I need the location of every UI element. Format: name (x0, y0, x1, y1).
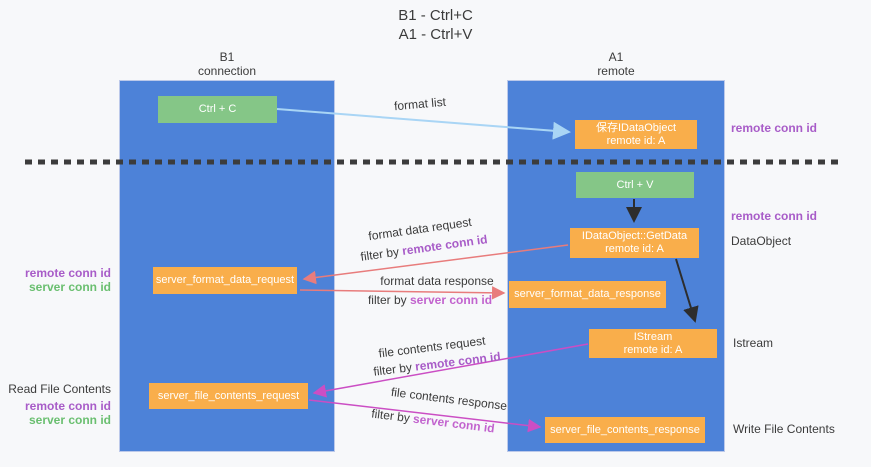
filter-by-text: filter by (367, 293, 410, 307)
remote-conn-id-label-mid: remote conn id (731, 209, 818, 223)
save-idataobject-line1: 保存IDataObject (595, 121, 677, 134)
idataobject-getdata-box: IDataObject::GetData remote id: A (570, 228, 699, 258)
file-contents-response-label: file contents response (390, 384, 508, 414)
format-list-label: format list (393, 94, 447, 114)
remote-conn-id-label-top: remote conn id (731, 121, 818, 135)
lane-b1-role: connection (197, 64, 257, 78)
save-idataobject-box: 保存IDataObject remote id: A (575, 120, 697, 149)
istream-box: IStream remote id: A (589, 329, 717, 358)
lane-a1-name: A1 (608, 50, 624, 64)
ctrl-c-box: Ctrl + C (158, 96, 277, 123)
left-remote-conn-id-2: remote conn id (24, 399, 111, 413)
save-idataobject-line2: remote id: A (606, 134, 666, 147)
istream-line2: remote id: A (623, 343, 683, 356)
getdata-line1: IDataObject::GetData (581, 230, 688, 242)
title-line-1: B1 - Ctrl+C (398, 7, 473, 24)
lane-a1-role: remote (597, 64, 635, 78)
read-file-contents-label: Read File Contents (8, 382, 111, 396)
istream-side-label: Istream (733, 336, 774, 350)
left-conn-id-group-1: remote conn id server conn id (25, 266, 111, 294)
server-format-data-request-label: server_format_data_request (155, 274, 295, 286)
left-server-conn-id-2: server conn id (28, 413, 111, 427)
lane-b1-name: B1 (219, 50, 235, 64)
diagram-title: B1 - Ctrl+C A1 - Ctrl+V (0, 6, 871, 44)
server-file-contents-response-label: server_file_contents_response (550, 423, 700, 436)
file-contents-response-filter-label: filter by server conn id (371, 406, 496, 435)
left-remote-conn-id-1: remote conn id (24, 266, 111, 280)
filter-by-text: filter by (370, 406, 414, 426)
read-file-contents-group: Read File Contents remote conn id server… (8, 382, 111, 427)
title-line-2: A1 - Ctrl+V (398, 26, 473, 43)
format-data-response-label: format data response (380, 274, 494, 288)
lane-header-b1: B1 connection (119, 50, 335, 78)
filter-by-text: filter by (359, 244, 404, 264)
ctrl-v-box: Ctrl + V (576, 172, 694, 198)
left-server-conn-id-1: server conn id (28, 280, 111, 294)
server-file-contents-response-box: server_file_contents_response (545, 417, 705, 443)
write-file-contents-label: Write File Contents (733, 422, 835, 436)
filter-by-text: filter by (372, 359, 417, 379)
dataobject-label: DataObject (731, 234, 792, 248)
server-format-data-response-box: server_format_data_response (509, 281, 666, 308)
getdata-line2: remote id: A (605, 243, 664, 255)
server-conn-id-keyword: server conn id (409, 293, 493, 307)
server-conn-id-keyword: server conn id (412, 411, 496, 436)
istream-line1: IStream (633, 330, 673, 343)
server-file-contents-request-box: server_file_contents_request (149, 383, 308, 409)
format-data-response-filter-label: filter by server conn id (368, 293, 492, 307)
server-file-contents-request-label: server_file_contents_request (157, 389, 300, 402)
ctrl-v-label: Ctrl + V (616, 178, 654, 191)
server-format-data-response-label: server_format_data_response (514, 288, 661, 300)
ctrl-c-label: Ctrl + C (198, 103, 237, 115)
lane-header-a1: A1 remote (507, 50, 725, 78)
server-format-data-request-box: server_format_data_request (153, 267, 297, 294)
